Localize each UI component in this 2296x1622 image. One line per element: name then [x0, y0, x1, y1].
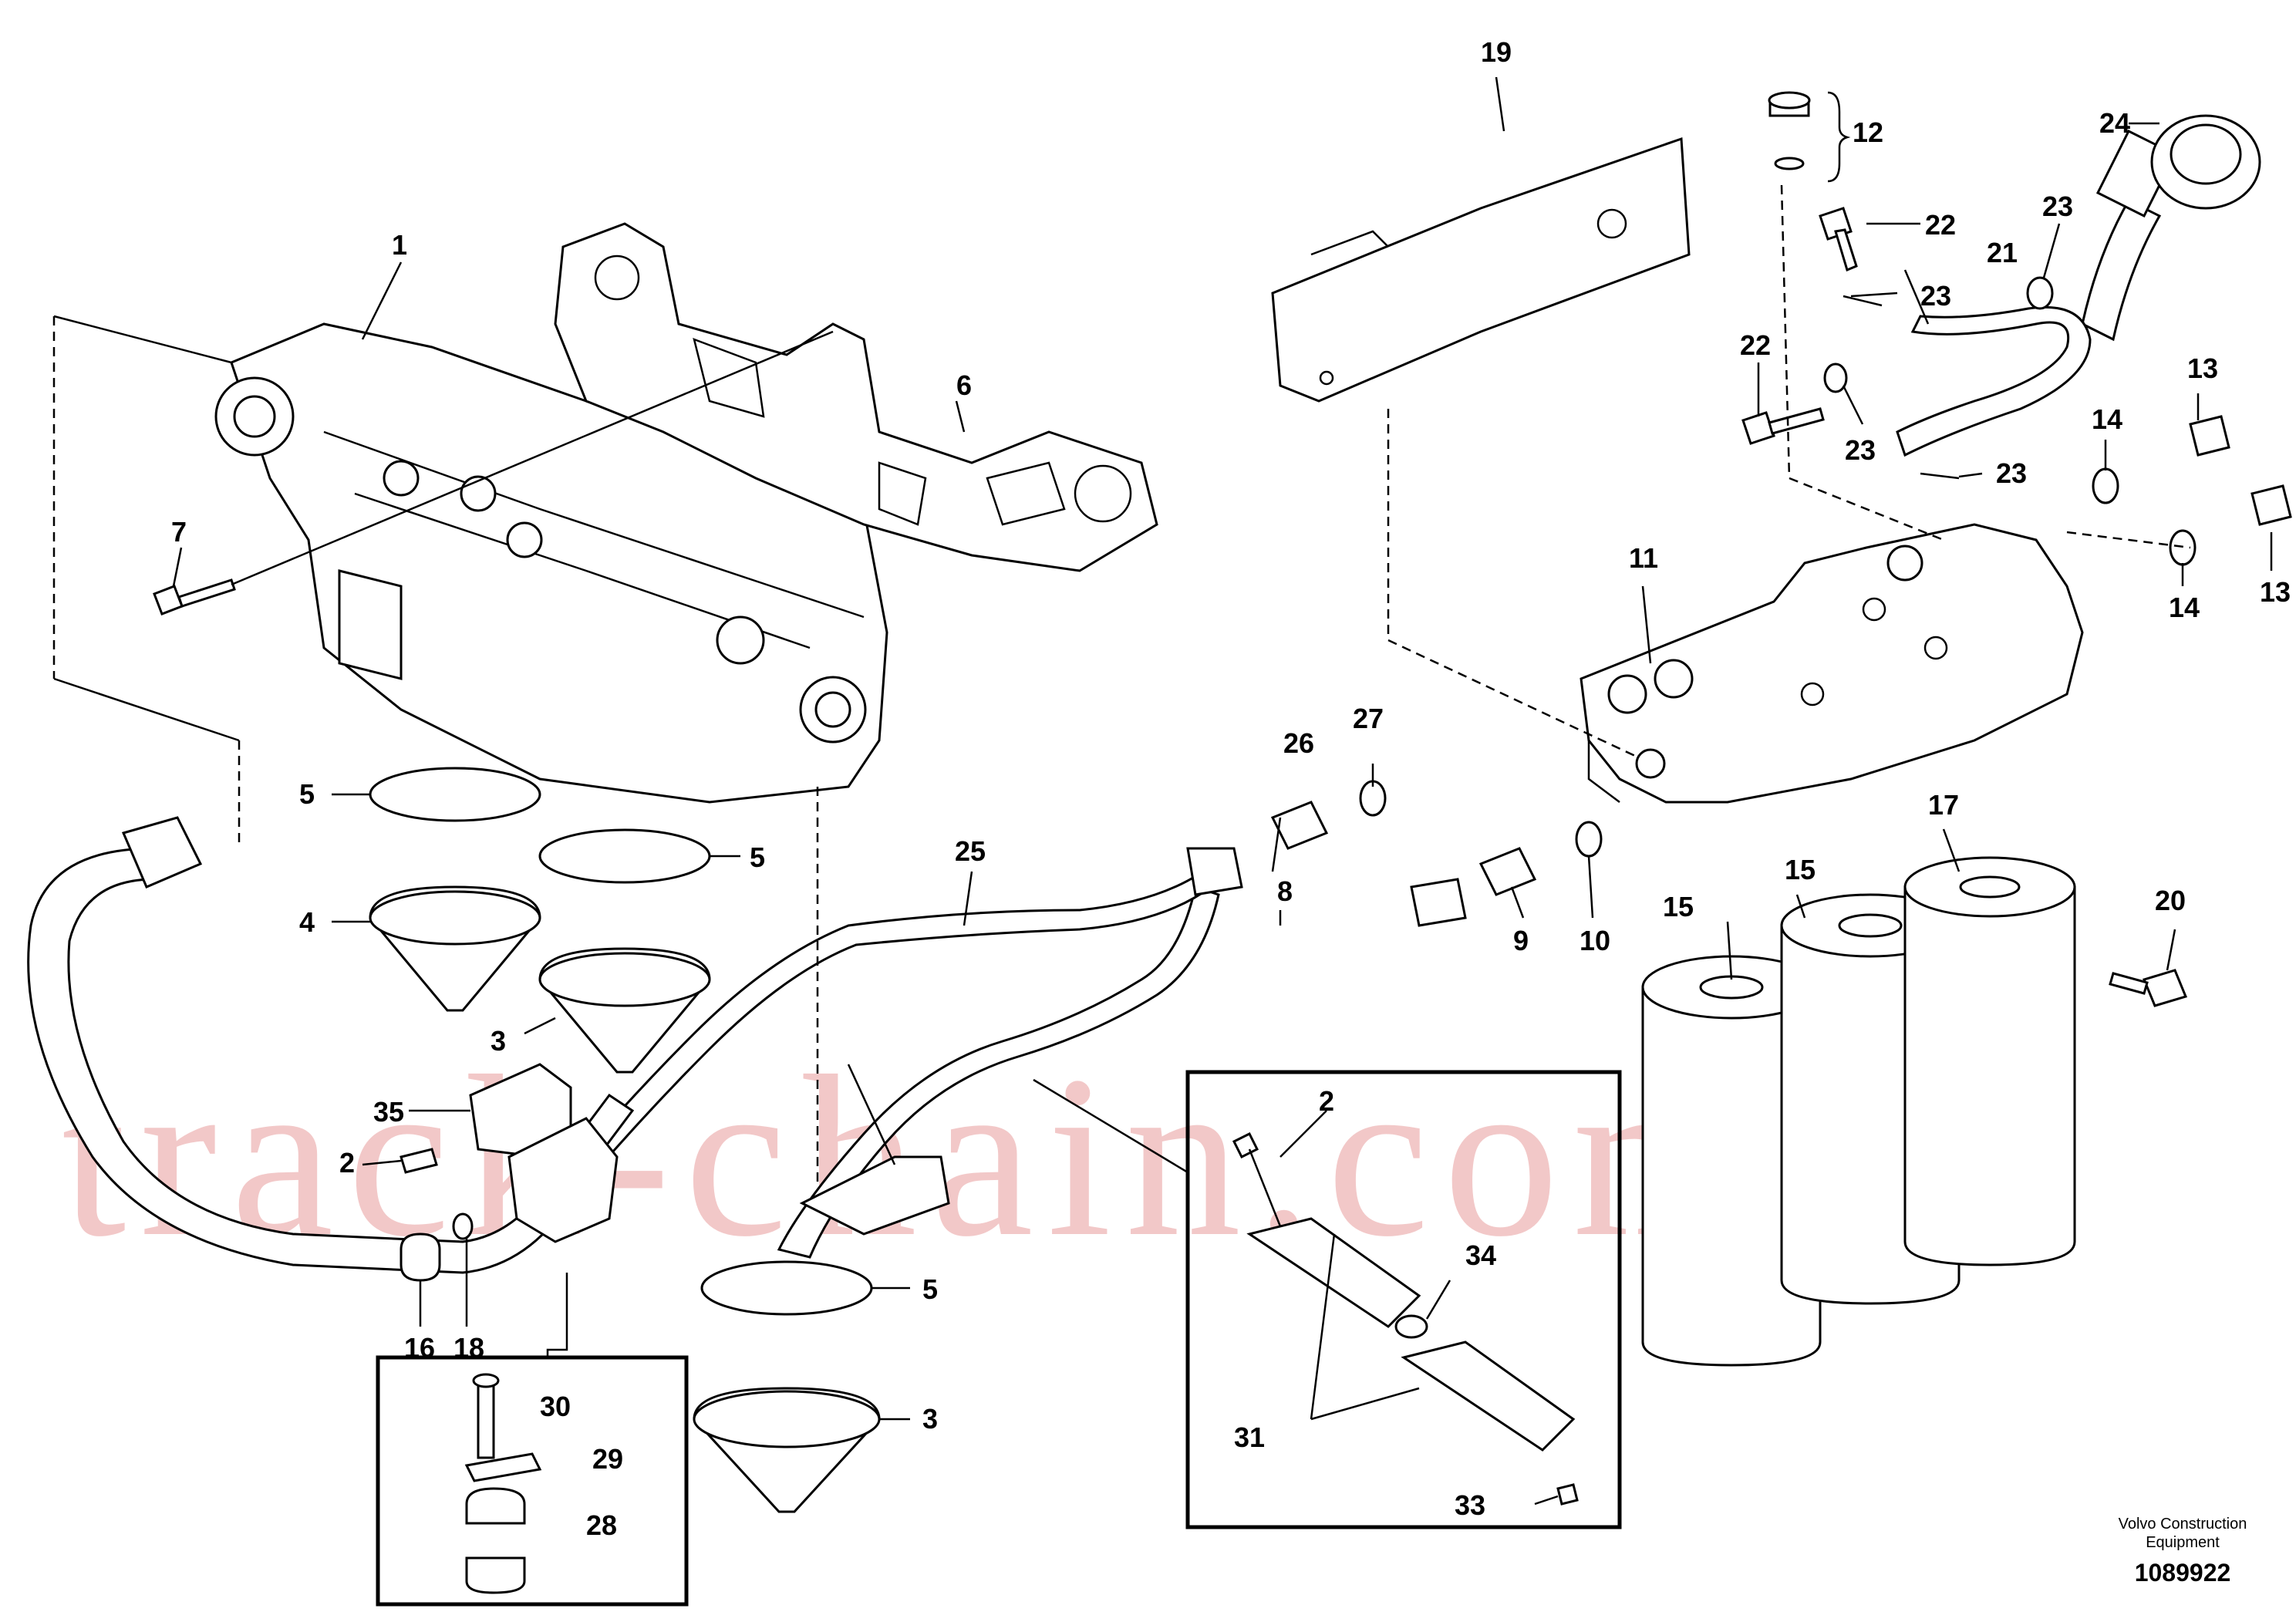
callout-20: 20: [2155, 885, 2186, 916]
callout-3a: 3: [491, 1025, 506, 1057]
callout-22b: 22: [1740, 329, 1771, 361]
bolt-7: [153, 330, 834, 615]
caption-company-2: Equipment: [2146, 1534, 2220, 1551]
o-rings: [369, 767, 873, 1316]
caption-company: Volvo Construction: [2119, 1516, 2247, 1533]
bracket: [1271, 137, 1691, 403]
callout-3b: 3: [922, 1403, 938, 1435]
callout-7: 7: [171, 516, 187, 548]
callout-24: 24: [2099, 107, 2130, 139]
callout-31: 31: [1234, 1421, 1265, 1453]
document-number: 1089922: [2135, 1559, 2231, 1587]
callout-14a: 14: [2092, 403, 2122, 435]
callout-5a: 5: [299, 778, 315, 810]
callout-33: 33: [1455, 1489, 1485, 1521]
callout-15a: 15: [1663, 891, 1694, 922]
callout-18: 18: [453, 1332, 484, 1364]
callout-26: 26: [1283, 727, 1314, 759]
callout-4: 4: [299, 906, 315, 938]
callout-34: 34: [1465, 1239, 1496, 1271]
filler-tube: [2081, 114, 2261, 342]
oil-filters: [1641, 856, 2076, 1367]
callout-23b: 23: [1920, 280, 1951, 312]
callout-17: 17: [1928, 789, 1959, 821]
callout-2a: 2: [339, 1147, 355, 1179]
fittings: [1270, 780, 1603, 896]
bolt-22: [1741, 207, 1858, 445]
callout-23d: 23: [1996, 457, 2027, 489]
callout-16: 16: [404, 1332, 435, 1364]
callout-22a: 22: [1925, 209, 1956, 241]
callout-28: 28: [586, 1509, 617, 1541]
pipe-21: [1896, 305, 2092, 457]
callout-14b: 14: [2169, 592, 2200, 623]
callout-19: 19: [1481, 36, 1512, 68]
callout-30: 30: [540, 1391, 571, 1422]
callout-5b: 5: [750, 841, 765, 873]
callout-2b: 2: [1319, 1085, 1334, 1117]
strainers: [369, 885, 881, 1513]
detail-box-clamp: [376, 1273, 689, 1607]
pipes: [538, 847, 1467, 1259]
callout-29: 29: [592, 1443, 623, 1475]
callout-23c: 23: [1845, 434, 1876, 466]
callout-5c: 5: [922, 1273, 938, 1305]
callout-15b: 15: [1785, 854, 1816, 885]
plugs-13: [2092, 415, 2292, 566]
callout-21: 21: [1987, 237, 2018, 268]
callout-6: 6: [956, 369, 972, 401]
callout-13a: 13: [2187, 352, 2218, 384]
callout-11: 11: [1629, 542, 1658, 574]
leader-lines: [52, 76, 2273, 1421]
callout-10: 10: [1580, 925, 1610, 956]
washers-23: [1823, 276, 2054, 480]
callout-12: 12: [1853, 116, 1883, 148]
plug-12: [1768, 91, 1851, 183]
callout-27: 27: [1353, 703, 1384, 734]
callout-25: 25: [955, 835, 986, 867]
filter-head: [1580, 523, 2084, 804]
gasket: [554, 222, 1158, 572]
callouts: 1 2 2 3 3 4 5 5 5 6 7 8 9 10 11 12 13 13…: [171, 36, 2291, 1541]
bracket-assembly: [400, 1063, 619, 1282]
callout-8: 8: [1277, 875, 1293, 907]
bolt-20: [2109, 969, 2188, 1007]
callout-1: 1: [392, 229, 407, 261]
callout-35: 35: [373, 1096, 404, 1128]
detail-box-clamp-2: [1033, 1070, 1622, 1529]
callout-23a: 23: [2042, 191, 2073, 222]
callout-9: 9: [1513, 925, 1529, 956]
callout-13b: 13: [2260, 576, 2291, 608]
oil-pickup: [799, 1064, 950, 1236]
